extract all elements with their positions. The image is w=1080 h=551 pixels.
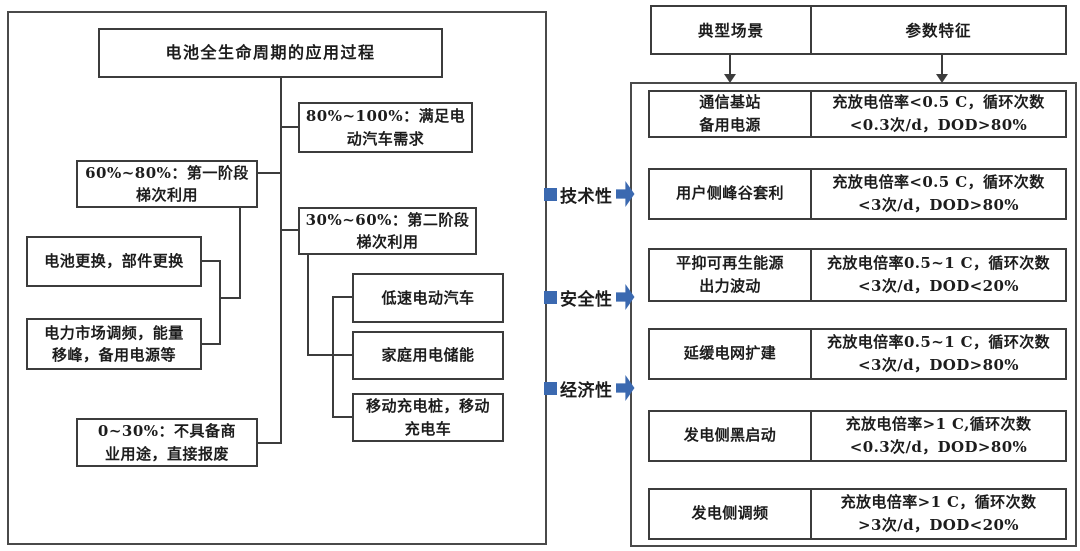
connector-line [239,208,241,299]
connector-line [258,172,281,174]
box-low-speed-ev: 低速电动汽车 [352,273,504,323]
right-arrow-icon [615,181,635,207]
label-technical: 技术性 [544,180,636,208]
right-arrow-icon [615,284,635,310]
box-stage1: 60%~80%：第一阶段 梯次利用 [76,160,258,208]
scenario-row-peak-valley: 用户侧峰谷套利 充放电倍率<0.5 C，循环次数 <3次/d，DOD>80% [648,168,1067,220]
scene-cell: 发电侧调频 [691,504,769,523]
connector-line [219,260,221,345]
scenario-row-frequency-regulation: 发电侧调频 充放电倍率>1 C，循环次数 >3次/d，DOD<20% [648,488,1067,540]
scene-cell: 发电侧黑启动 [683,426,777,445]
connector-line [307,255,309,356]
param-cell: 充放电倍率>1 C，循环次数 >3次/d，DOD<20% [810,490,1065,538]
box-stage2: 30%~60%：第二阶段 梯次利用 [298,207,477,255]
down-arrow-stem [729,55,731,76]
header-scene: 典型场景 [697,21,764,40]
label-economy: 经济性 [544,374,636,402]
header-row: 典型场景 参数特征 [650,5,1067,55]
box-ev-demand: 80%~100%：满足电 动汽车需求 [298,102,473,153]
label-technical-text: 技术性 [560,186,613,207]
right-panel-frame [630,82,1077,547]
blue-square-icon [544,290,557,304]
label-economy-text: 经济性 [560,380,613,401]
box-scrap: 0~30%：不具备商 业用途，直接报废 [76,418,258,467]
box-home-storage: 家庭用电储能 [352,331,504,380]
scene-cell: 通信基站 备用电源 [699,92,761,134]
connector-line [332,296,352,298]
scene-cell: 用户侧峰谷套利 [676,184,784,203]
scene-cell: 平抑可再生能源 出力波动 [676,253,784,295]
down-arrow-stem [941,55,943,76]
param-cell: 充放电倍率<0.5 C，循环次数 <3次/d，DOD>80% [810,170,1065,218]
param-cell: 充放电倍率<0.5 C，循环次数 <0.3次/d，DOD>80% [810,92,1065,136]
title-box: 电池全生命周期的应用过程 [98,28,443,78]
scenario-row-black-start: 发电侧黑启动 充放电倍率>1 C,循环次数 <0.3次/d，DOD>80% [648,410,1067,462]
connector-line [280,78,282,444]
scenario-row-renewable-smoothing: 平抑可再生能源 出力波动 充放电倍率0.5~1 C，循环次数 <3次/d，DOD… [648,248,1067,302]
connector-line [307,354,352,356]
connector-line [219,297,239,299]
box-market: 电力市场调频，能量 移峰，备用电源等 [26,318,202,370]
left-panel-frame [7,11,547,545]
param-cell: 充放电倍率0.5~1 C，循环次数 <3次/d，DOD>80% [810,330,1065,378]
connector-line [281,126,299,128]
connector-line [281,229,299,231]
scene-cell: 延缓电网扩建 [683,344,777,363]
scenario-row-grid-deferral: 延缓电网扩建 充放电倍率0.5~1 C，循环次数 <3次/d，DOD>80% [648,328,1067,380]
down-arrow-icon [936,74,948,83]
blue-square-icon [544,187,557,201]
connector-line [202,343,219,345]
header-param: 参数特征 [810,7,1065,53]
scenario-row-base-station: 通信基站 备用电源 充放电倍率<0.5 C，循环次数 <0.3次/d，DOD>8… [648,90,1067,138]
box-mobile-charging: 移动充电桩，移动 充电车 [352,393,504,442]
box-replace: 电池更换，部件更换 [26,236,202,287]
blue-square-icon [544,381,557,395]
connector-line [258,442,281,444]
param-cell: 充放电倍率0.5~1 C，循环次数 <3次/d，DOD<20% [810,250,1065,300]
down-arrow-icon [724,74,736,83]
connector-line [332,416,352,418]
label-safety-text: 安全性 [560,289,613,310]
right-arrow-icon [615,375,635,401]
connector-line [332,296,334,418]
label-safety: 安全性 [544,283,636,311]
connector-line [202,260,219,262]
param-cell: 充放电倍率>1 C,循环次数 <0.3次/d，DOD>80% [810,412,1065,460]
